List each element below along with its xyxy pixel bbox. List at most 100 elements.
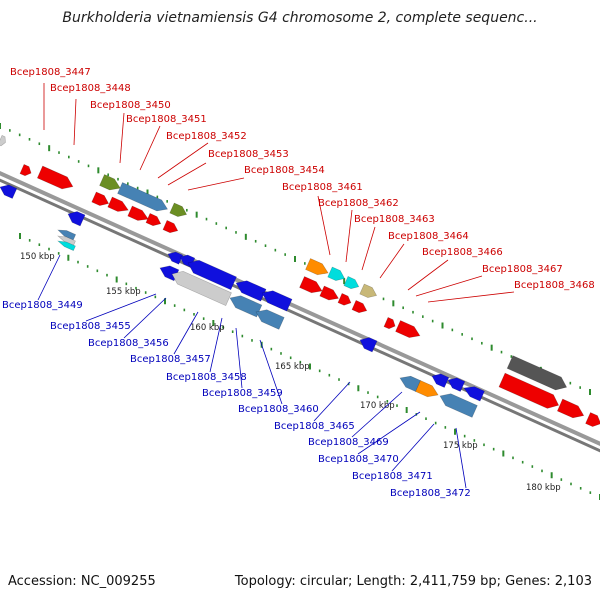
leader-line [167,162,207,186]
gene-label-forward[interactable]: Bcep1808_3454 [244,165,325,176]
gene-arrow[interactable] [145,213,163,228]
leader-line [357,411,421,455]
gene-arrow[interactable] [166,249,184,265]
map-title: Burkholderia vietnamiensis G4 chromosome… [62,10,538,26]
gene-arrow[interactable] [259,287,293,312]
gene-arrow[interactable] [358,335,378,353]
gene-label-forward[interactable]: Bcep1808_3468 [514,280,595,291]
gene-label-reverse[interactable]: Bcep1808_3456 [88,338,169,349]
gene-arrow[interactable] [305,258,331,279]
gene-arrow[interactable] [395,320,423,342]
gene-arrow[interactable] [19,164,33,177]
gene-label-forward[interactable]: Bcep1808_3463 [354,214,435,225]
leader-line [37,254,61,301]
leader-line [235,327,243,389]
gene-label-reverse[interactable]: Bcep1808_3471 [352,471,433,482]
gene-arrow[interactable] [91,191,111,209]
gene-label-reverse[interactable]: Bcep1808_3460 [238,404,319,415]
gene-label-reverse[interactable]: Bcep1808_3469 [308,437,389,448]
gene-label-forward[interactable]: Bcep1808_3462 [318,198,399,209]
leader-line [187,177,245,191]
gene-label-forward[interactable]: Bcep1808_3461 [282,182,363,193]
gene-label-reverse[interactable]: Bcep1808_3472 [390,488,471,499]
gene-arrow[interactable] [585,412,600,430]
gene-label-forward[interactable]: Bcep1808_3448 [50,83,131,94]
leader-line [173,311,199,355]
gene-label-reverse[interactable]: Bcep1808_3457 [130,354,211,365]
kbp-label: 170 kbp [360,401,395,411]
leader-line [123,297,167,339]
gene-label-forward[interactable]: Bcep1808_3451 [126,114,207,125]
leader-line [119,112,125,164]
kbp-label: 155 kbp [106,287,141,297]
gene-arrow[interactable] [327,266,347,284]
gene-arrow[interactable] [398,373,422,393]
backbone-line [0,171,600,446]
leader-line [209,317,223,373]
leader-line [391,423,435,472]
gene-label-forward[interactable]: Bcep1808_3467 [482,264,563,275]
leader-line [407,259,449,291]
gene-arrow[interactable] [169,202,189,220]
gene-arrow[interactable] [462,383,485,402]
leader-line [73,98,77,146]
gene-arrow[interactable] [0,135,8,147]
leader-line [259,339,283,405]
gene-arrow[interactable] [498,372,562,412]
gene-label-reverse[interactable]: Bcep1808_3465 [274,421,355,432]
gene-arrow[interactable] [415,380,441,401]
gene-label-reverse[interactable]: Bcep1808_3459 [202,388,283,399]
gene-label-forward[interactable]: Bcep1808_3466 [422,247,503,258]
leader-line [427,291,515,303]
gene-arrow[interactable] [162,220,180,235]
kbp-label: 160 kbp [190,323,225,333]
gene-label-forward[interactable]: Bcep1808_3450 [90,100,171,111]
leader-line [415,275,483,297]
kbp-label: 175 kbp [443,441,478,451]
leader-line [317,195,331,256]
leader-line [157,142,209,179]
gene-arrow[interactable] [556,398,586,421]
leader-line [139,125,161,171]
leader-line [361,226,376,271]
gene-arrow[interactable] [430,371,450,388]
gene-arrow[interactable] [253,306,285,330]
gene-arrow[interactable] [127,205,151,224]
gene-label-forward[interactable]: Bcep1808_3453 [208,149,289,160]
gene-arrow[interactable] [169,268,232,307]
gene-arrow[interactable] [227,292,263,318]
gene-label-forward[interactable]: Bcep1808_3452 [166,131,247,142]
gene-arrow[interactable] [66,209,86,227]
gene-label-forward[interactable]: Bcep1808_3464 [388,231,469,242]
gene-label-reverse[interactable]: Bcep1808_3449 [2,300,83,311]
gene-arrow[interactable] [0,182,18,199]
gene-arrow[interactable] [359,283,379,301]
gene-arrow[interactable] [343,276,361,291]
leader-line [351,391,403,438]
gene-label-forward[interactable]: Bcep1808_3447 [10,67,91,78]
gene-arrow[interactable] [99,174,123,194]
topology-stats-text: Topology: circular; Length: 2,411,759 bp… [234,574,592,589]
gene-arrow[interactable] [36,165,75,193]
gene-label-reverse[interactable]: Bcep1808_3458 [166,372,247,383]
gene-arrow[interactable] [185,257,237,291]
gene-arrow[interactable] [107,196,131,215]
gene-arrow[interactable] [351,300,369,315]
gene-arrow[interactable] [299,276,325,297]
backbone-line [0,178,600,453]
gene-label-reverse[interactable]: Bcep1808_3470 [318,454,399,465]
gene-arrow[interactable] [337,293,353,307]
gene-arrow[interactable] [383,317,397,330]
accession-text: Accession: NC_009255 [8,574,156,589]
kbp-label: 165 kbp [275,362,310,372]
gene-arrow[interactable] [117,182,170,215]
gene-arrow[interactable] [319,285,341,303]
gene-arrow[interactable] [57,239,76,252]
leader-line [313,381,351,422]
gene-arrow[interactable] [446,375,466,392]
gene-arrow[interactable] [233,277,267,302]
gene-arrow[interactable] [506,355,569,394]
gene-arrow[interactable] [437,390,478,418]
gene-label-reverse[interactable]: Bcep1808_3455 [50,321,131,332]
